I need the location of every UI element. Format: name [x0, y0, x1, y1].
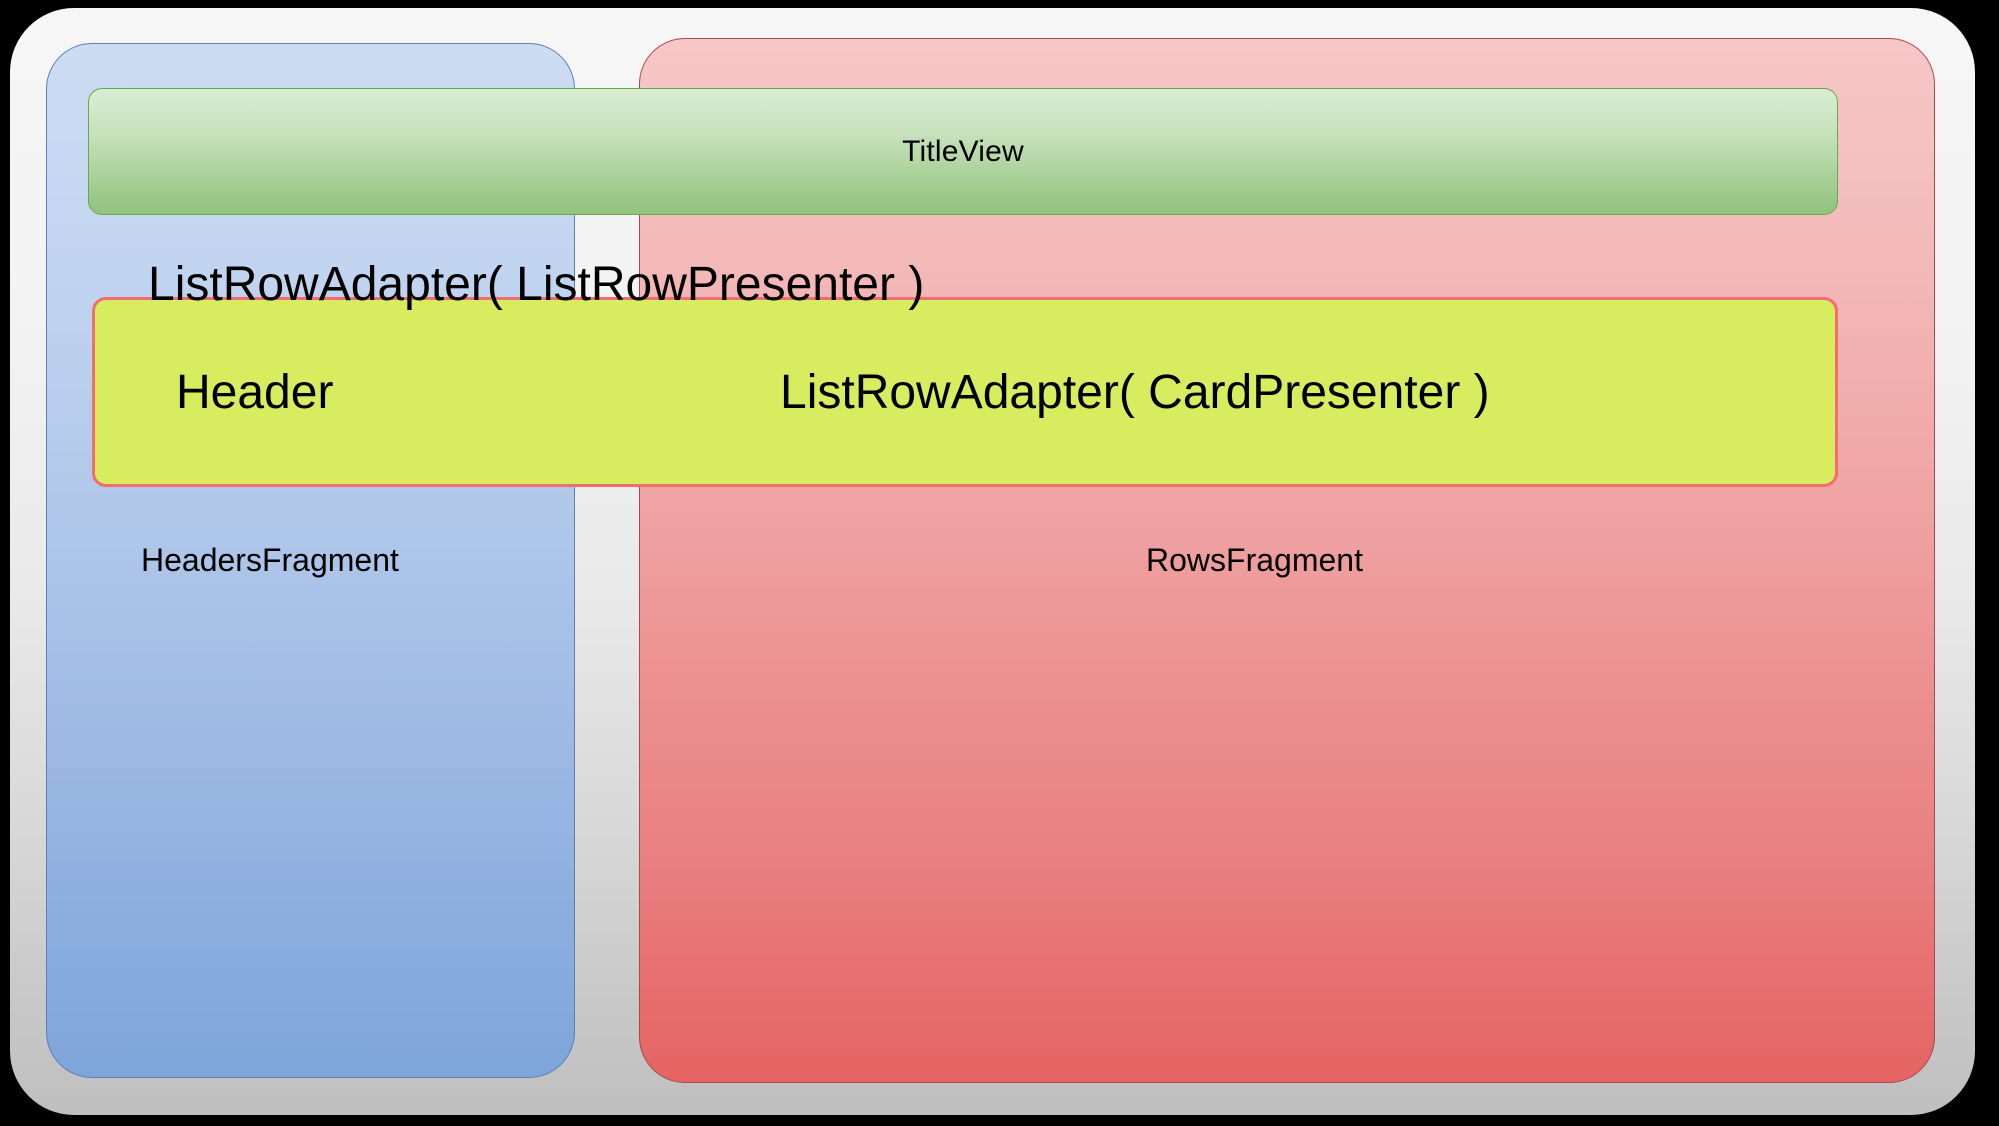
headers-fragment-panel [46, 43, 575, 1078]
list-row-box [92, 297, 1838, 487]
list-row-adapter-card-presenter-label: ListRowAdapter( CardPresenter ) [780, 366, 1490, 419]
header-label: Header [176, 366, 334, 419]
title-view-bar: TitleView [88, 88, 1838, 215]
list-row-adapter-list-row-presenter-label: ListRowAdapter( ListRowPresenter ) [148, 258, 925, 311]
headers-fragment-label: HeadersFragment [141, 542, 399, 578]
rows-fragment-label: RowsFragment [1146, 542, 1363, 578]
title-view-label: TitleView [902, 134, 1024, 168]
